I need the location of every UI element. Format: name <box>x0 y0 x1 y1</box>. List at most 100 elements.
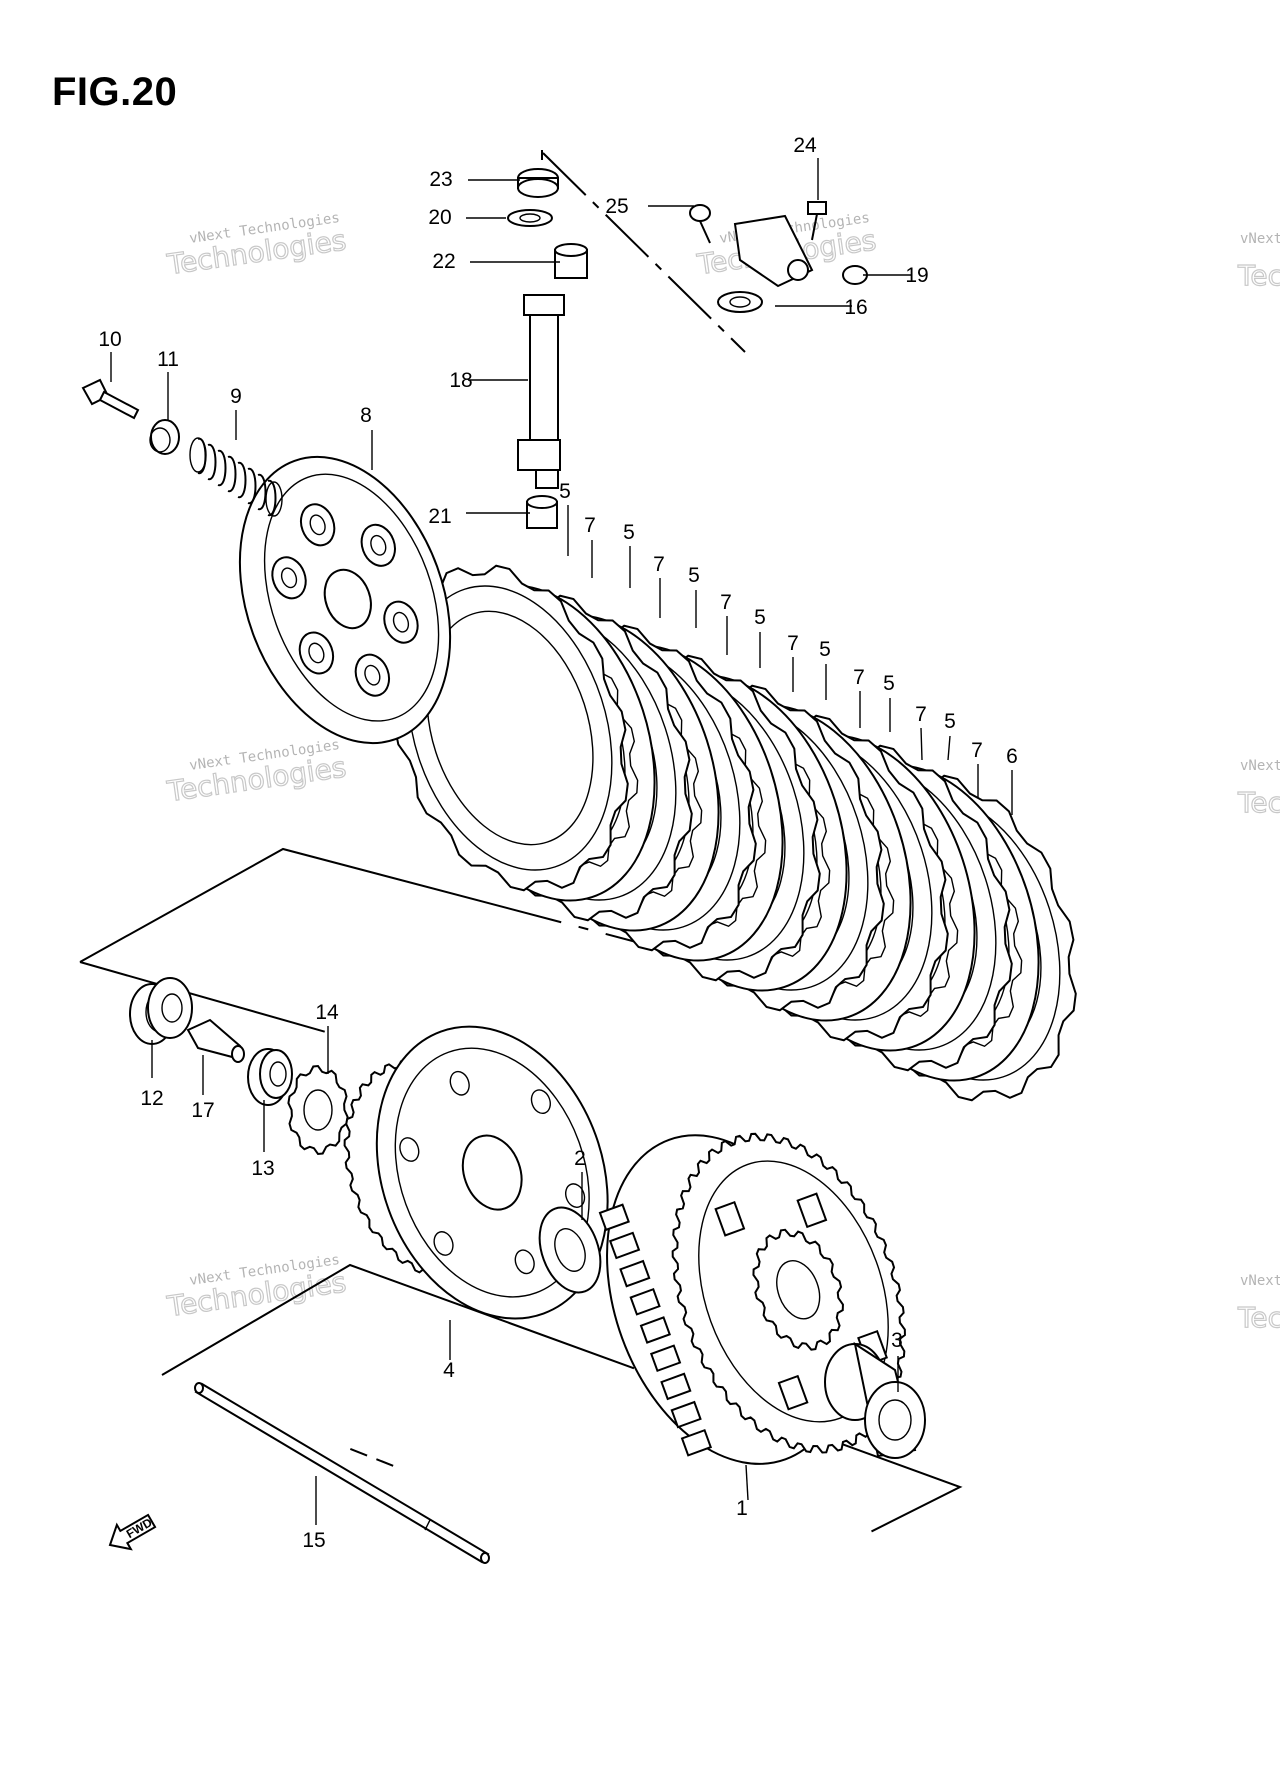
part-number-label: 11 <box>157 348 179 371</box>
needle-bearing-21-top <box>526 495 558 509</box>
bearing-12-bore <box>161 993 183 1023</box>
friction-plate <box>391 564 629 892</box>
hub-bolt-hole <box>514 1249 535 1275</box>
leader-lines <box>110 158 1013 1525</box>
thrust-washer-2-hole <box>554 1228 586 1272</box>
oil-seal-lower <box>517 178 559 198</box>
pressure-plate <box>238 455 452 745</box>
lock-washer-14 <box>287 1064 349 1156</box>
washer-20 <box>507 209 553 227</box>
part-number-label: 24 <box>793 134 817 157</box>
part-number-labels: 1234555555567777777891011121314151617181… <box>98 134 1018 1552</box>
release-arm-pivot <box>787 259 809 281</box>
part-number-label: 5 <box>688 564 700 587</box>
leader-line <box>745 1464 749 1501</box>
part-number-label: 13 <box>251 1157 274 1180</box>
hub-bolt-hole <box>530 1089 551 1115</box>
part-number-label: 7 <box>720 591 732 614</box>
part-number-label: 19 <box>905 264 928 287</box>
bolt-24-head <box>807 201 827 215</box>
spring-boss <box>383 600 419 644</box>
clutch-spring-end <box>189 437 207 473</box>
housing-gear-face <box>698 1160 889 1423</box>
spring-boss <box>354 653 391 697</box>
clutch-spring-end <box>265 481 283 517</box>
clutch-sleeve-hub <box>343 1025 609 1320</box>
needle-bearing-22-top <box>554 243 588 257</box>
hub-bolt-hole <box>433 1231 454 1256</box>
part-number-label: 25 <box>605 195 628 218</box>
part-number-label: 2 <box>574 1147 586 1170</box>
housing-slot <box>608 1231 641 1260</box>
guide-plate-16-hole <box>729 296 751 308</box>
damper-spring <box>796 1192 828 1229</box>
hub-bore <box>461 1134 523 1211</box>
part-number-label: 5 <box>819 638 831 661</box>
part-number-label: 16 <box>844 296 867 319</box>
part-number-label: 17 <box>191 1099 214 1122</box>
push-rod-15-groove <box>424 1519 431 1531</box>
spring-boss <box>299 503 336 547</box>
watermark-text: vNext Technologies <box>1240 231 1280 247</box>
oil-seal-13-bore <box>269 1061 287 1087</box>
assembly-box-outline <box>542 152 746 353</box>
part-number-label: 6 <box>1006 745 1018 768</box>
screw-25-head <box>689 204 711 222</box>
spring-washer <box>150 419 180 455</box>
spring-washer-inner <box>149 427 171 453</box>
hub-bolt-hole <box>399 1137 420 1162</box>
spring-boss-hole <box>370 534 387 556</box>
watermark-text-outline: Technologies <box>1237 259 1280 292</box>
screw-25-shank <box>699 220 711 244</box>
watermark-text: vNext Technologies <box>1240 1273 1280 1289</box>
part-number-label: 7 <box>971 739 983 762</box>
part-number-label: 22 <box>432 250 455 273</box>
housing-bore <box>776 1260 821 1320</box>
figure-title: FIG.20 <box>52 70 178 114</box>
assembly-box-outline <box>79 847 1118 1189</box>
part-number-label: 15 <box>302 1529 325 1552</box>
part-number-label: 5 <box>754 606 766 629</box>
part-number-label: 20 <box>428 206 451 229</box>
bolt-24-shank <box>811 213 818 241</box>
part-number-label: 4 <box>443 1359 455 1382</box>
part-number-label: 5 <box>944 710 956 733</box>
part-number-label: 23 <box>429 168 452 191</box>
push-rod-15-tip <box>480 1552 490 1564</box>
watermark-text-outline: Technologies <box>1237 1301 1280 1334</box>
part-number-label: 21 <box>428 505 451 528</box>
clutch-spring <box>197 437 277 517</box>
part-number-label: 12 <box>140 1087 163 1110</box>
part-number-label: 7 <box>787 632 799 655</box>
housing-slot <box>680 1428 713 1457</box>
oil-seal-13-face <box>259 1049 293 1099</box>
push-rod-cam <box>517 439 561 471</box>
leader-line <box>920 727 923 761</box>
guide-plate-16 <box>717 291 763 313</box>
push-rod-15-end <box>194 1382 204 1394</box>
spring-boss-hole <box>308 642 325 664</box>
spring-boss-hole <box>392 611 410 633</box>
damper-spring <box>714 1200 746 1237</box>
push-rod-shaft-18 <box>529 294 559 461</box>
part-number-label: 9 <box>230 385 242 408</box>
part-number-label: 5 <box>883 672 895 695</box>
part-number-label: 3 <box>891 1329 903 1352</box>
plate-inner-edge <box>407 585 613 871</box>
part-number-label: 7 <box>653 553 665 576</box>
leader-line <box>947 735 951 761</box>
pressure-plate-face <box>263 473 440 722</box>
part-number-label: 18 <box>449 369 472 392</box>
hub-bolt-hole <box>564 1183 586 1208</box>
spring-boss <box>298 631 335 675</box>
fwd-arrow-icon: FWD <box>108 1513 157 1551</box>
part-number-label: 5 <box>559 480 571 503</box>
hub-face-inner <box>394 1047 590 1298</box>
thrust-washer-2 <box>538 1206 602 1294</box>
housing-slot <box>649 1344 682 1373</box>
parts-layer <box>79 150 1118 1602</box>
pressure-plate-hub <box>323 568 372 630</box>
